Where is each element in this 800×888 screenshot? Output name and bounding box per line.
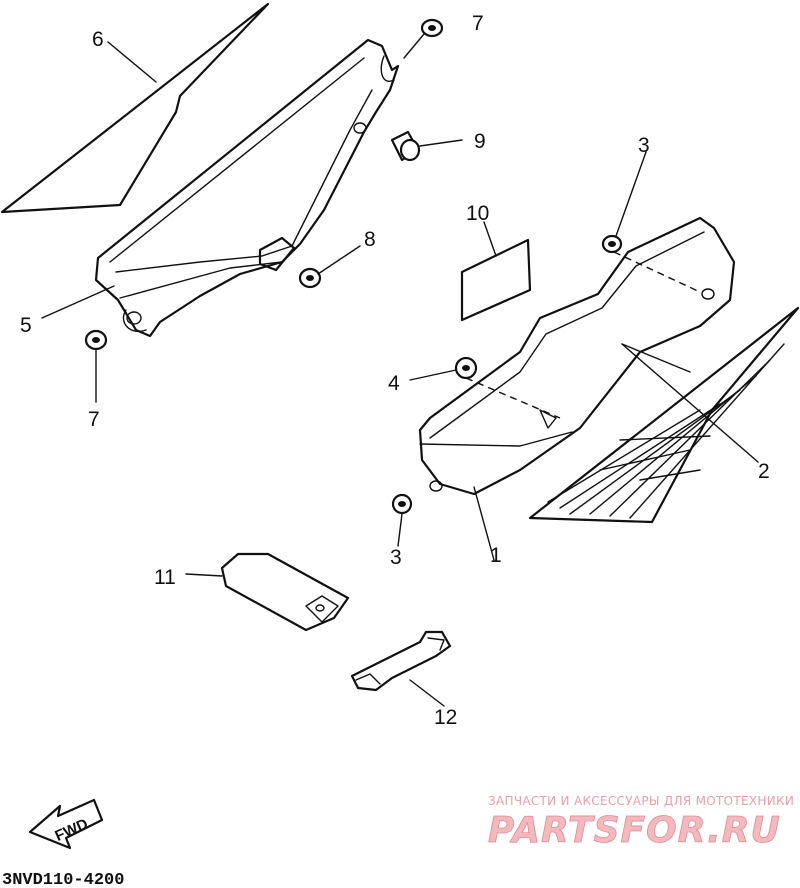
callout-7-left: 7 — [88, 408, 100, 431]
grommet-8 — [298, 267, 322, 289]
callout-12: 12 — [434, 706, 457, 729]
callout-1: 1 — [490, 544, 502, 567]
grommet-7-top — [420, 18, 444, 38]
part-12-strap — [350, 630, 452, 692]
part-1-side-cover — [418, 216, 736, 496]
collar-9 — [390, 130, 421, 162]
grommet-3-upper — [601, 234, 623, 254]
callout-4: 4 — [388, 372, 400, 395]
part-5-bracket — [94, 38, 400, 338]
grommet-7-left — [84, 329, 108, 351]
leader-lines — [41, 33, 759, 707]
part-2-emblem — [528, 306, 800, 524]
callout-11: 11 — [154, 566, 176, 589]
callout-3-lower: 3 — [390, 546, 402, 569]
callout-7-top: 7 — [472, 12, 484, 35]
drawing-code: 3NVD110-4200 — [2, 871, 124, 888]
part-10-label — [460, 238, 532, 322]
callout-10: 10 — [466, 202, 489, 225]
grommet-3-lower — [391, 480, 443, 515]
callout-2: 2 — [758, 460, 770, 483]
callout-5: 5 — [20, 314, 32, 337]
watermark: ЗАПЧАСТИ И АКСЕССУАРЫ ДЛЯ МОТОТЕХНИКИ PA… — [488, 794, 794, 851]
callout-3-upper: 3 — [638, 134, 650, 157]
callout-9: 9 — [474, 130, 486, 153]
callout-8: 8 — [364, 228, 376, 251]
part-11-tool-bag — [220, 552, 350, 632]
part-6-side-panel — [0, 2, 270, 214]
callouts: 1 2 3 3 4 5 6 7 7 8 9 10 11 12 — [20, 12, 770, 729]
fwd-arrow-icon: FWD — [28, 798, 104, 850]
watermark-brand: PARTSFOR.RU — [488, 810, 781, 851]
grommet-4 — [454, 356, 478, 380]
watermark-tagline: ЗАПЧАСТИ И АКСЕССУАРЫ ДЛЯ МОТОТЕХНИКИ — [488, 794, 794, 808]
callout-6: 6 — [92, 28, 104, 51]
